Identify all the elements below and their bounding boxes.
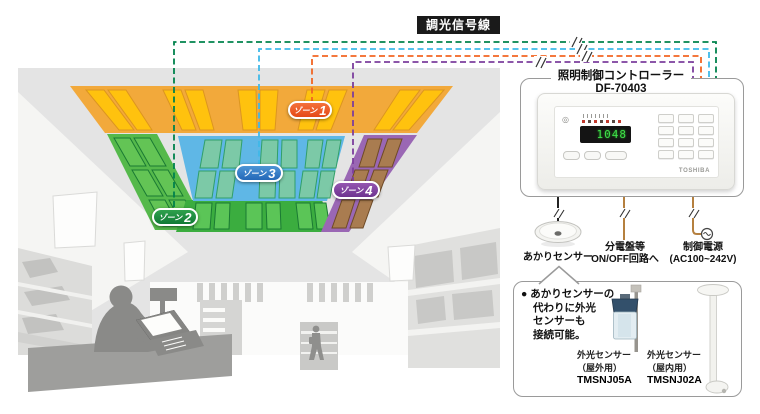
outdoor-sensor-model: TMSNJ05A <box>577 374 632 386</box>
distribution-board-label: 分電盤等 ON/OFF回路へ <box>591 242 659 265</box>
controller-device-face: ◎ 1048 TOSHIBA <box>554 106 719 178</box>
device-sensor-icon: ◎ <box>562 115 569 124</box>
signal-line-zone3 <box>258 48 710 166</box>
indoor-sensor-model: TMSNJ02A <box>647 374 702 386</box>
zone2-bottom-strip <box>176 200 333 232</box>
walking-person-silhouette <box>309 325 324 360</box>
right-shelf <box>408 228 500 368</box>
controller-title: 照明制御コントローラー DF-70403 <box>551 70 691 96</box>
device-mode-buttons <box>563 151 627 160</box>
zone4-label: ゾーン 4 <box>332 181 380 199</box>
zone4-number: 4 <box>365 182 373 198</box>
note-text: ● あかりセンサーの 代わりに外光 センサーも 接続可能。 <box>521 288 615 341</box>
zone4-label-text: ゾーン <box>339 185 364 195</box>
signal-line-break-marks <box>534 36 593 69</box>
zone1-band <box>70 86 453 133</box>
awning-stripes <box>197 283 373 302</box>
light-sensor-label: あかりセンサー <box>523 252 593 263</box>
controller-device-photo: ◎ 1048 TOSHIBA <box>537 93 735 190</box>
zone1-label: ゾーン 1 <box>288 101 332 119</box>
device-keypad <box>658 114 714 159</box>
device-display: 1048 <box>580 126 631 143</box>
controller-title-text: 照明制御コントローラー <box>557 70 685 82</box>
signal-line-zone4 <box>352 61 694 183</box>
aisle-doorway <box>300 322 338 370</box>
zone1-label-text: ゾーン <box>293 105 318 115</box>
pos-register-illustration <box>136 288 204 356</box>
zone3-label-text: ゾーン <box>242 168 267 178</box>
control-power-label: 制御電源 (AC100~242V) <box>669 242 737 265</box>
zone2-label: ゾーン 2 <box>152 208 198 226</box>
signal-lines <box>173 41 717 207</box>
zone2-number: 2 <box>184 209 192 225</box>
ceiling-zones <box>70 86 453 232</box>
device-indicator-leds <box>582 120 621 123</box>
signal-line-zone2 <box>173 41 717 207</box>
zone3-number: 3 <box>268 165 276 181</box>
left-shelf <box>18 248 92 355</box>
signal-line-zone1 <box>311 55 702 103</box>
controller-model: DF-70403 <box>595 83 647 95</box>
device-brand-text: TOSHIBA <box>678 168 710 174</box>
dimming-signal-line-label: 調光信号線 <box>417 16 501 34</box>
zone1-number: 1 <box>319 102 327 118</box>
zone2-label-text: ゾーン <box>158 212 183 222</box>
zone3-label: ゾーン 3 <box>235 164 283 182</box>
device-tick-marks <box>583 114 608 118</box>
hanging-banners <box>52 191 416 282</box>
device-display-value: 1048 <box>596 128 627 141</box>
indoor-sensor-label: 外光センサー （屋内用） TMSNJ02A <box>647 350 702 386</box>
outdoor-sensor-label: 外光センサー （屋外用） TMSNJ05A <box>577 350 632 386</box>
